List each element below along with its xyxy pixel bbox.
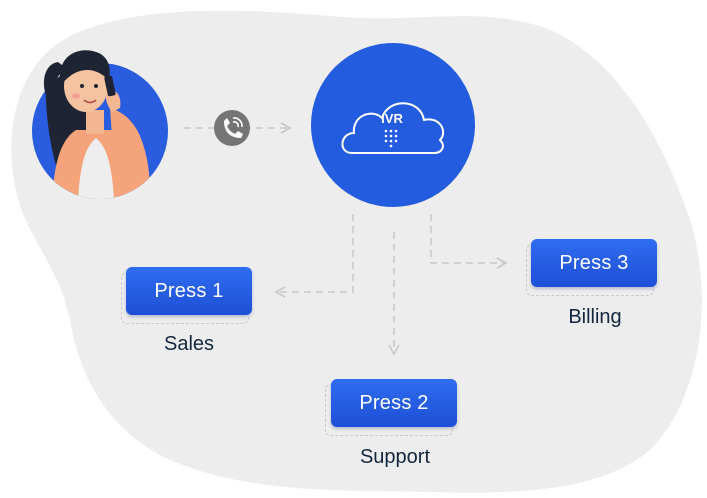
sales-label: Sales xyxy=(163,333,215,355)
background-blob xyxy=(11,10,702,493)
ivr-label: IVR xyxy=(381,111,403,126)
keypad-dots xyxy=(384,129,398,148)
ivr-cloud-icon xyxy=(341,102,445,154)
support-label: Support xyxy=(359,446,431,468)
press-3-button[interactable]: Press 3 xyxy=(531,239,657,287)
press-1-button[interactable]: Press 1 xyxy=(126,267,252,315)
woman-on-phone-illustration xyxy=(32,50,168,199)
press-3-label: Press 3 xyxy=(559,251,629,274)
billing-label: Billing xyxy=(568,306,622,328)
phone-ringing-icon xyxy=(214,110,250,146)
ivr-node: IVR xyxy=(311,43,475,207)
press-2-label: Press 2 xyxy=(359,391,429,414)
ivr-to-press3-connector xyxy=(430,214,508,269)
press-2-button[interactable]: Press 2 xyxy=(331,379,457,427)
press-1-label: Press 1 xyxy=(154,279,224,302)
ivr-to-press1-connector xyxy=(274,214,354,298)
